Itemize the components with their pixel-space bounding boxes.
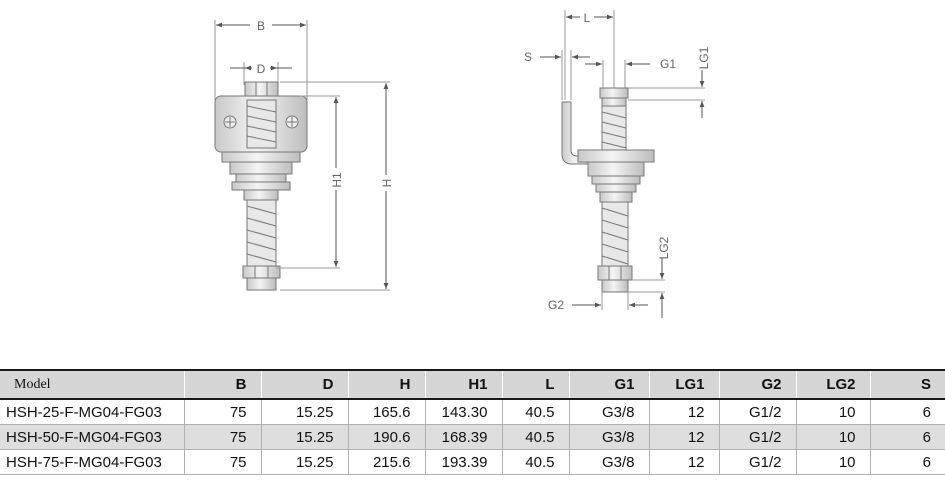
technical-drawing: B D H1 H	[214, 9, 711, 318]
header-lg2: LG2	[796, 369, 871, 400]
table-row: HSH-75-F-MG04-FG03 75 15.25 215.6 193.39…	[0, 449, 945, 475]
cell-lg1: 12	[649, 449, 720, 475]
cell-g2: G1/2	[719, 424, 797, 450]
cell-lg2: 10	[796, 399, 871, 425]
cell-d: 15.25	[261, 399, 349, 425]
dim-label-l: L	[584, 11, 591, 25]
cell-model: HSH-50-F-MG04-FG03	[0, 424, 185, 450]
dim-label-g2: G2	[548, 298, 564, 312]
header-g1: G1	[569, 369, 650, 400]
header-h1: H1	[425, 369, 503, 400]
cell-d: 15.25	[261, 449, 349, 475]
dim-label-b: B	[257, 19, 265, 33]
dim-label-lg2: LG2	[657, 236, 671, 259]
right-view	[561, 10, 705, 310]
cell-s: 6	[870, 449, 945, 475]
cell-h: 190.6	[348, 424, 426, 450]
table-row: HSH-25-F-MG04-FG03 75 15.25 165.6 143.30…	[0, 399, 945, 425]
cell-s: 6	[870, 399, 945, 425]
cell-h1: 193.39	[425, 449, 503, 475]
cell-lg1: 12	[649, 424, 720, 450]
cell-l: 40.5	[502, 449, 570, 475]
cell-d: 15.25	[261, 424, 349, 450]
table-header-row: Model B D H H1 L G1 LG1 G2 LG2 S	[0, 369, 945, 400]
cell-lg1: 12	[649, 399, 720, 425]
cell-h: 215.6	[348, 449, 426, 475]
cell-l: 40.5	[502, 424, 570, 450]
header-g2: G2	[719, 369, 797, 400]
dim-label-lg1: LG1	[697, 46, 711, 69]
cell-s: 6	[870, 424, 945, 450]
cell-g1: G3/8	[569, 449, 650, 475]
header-l: L	[502, 369, 570, 400]
header-h: H	[348, 369, 426, 400]
dim-label-h: H	[380, 179, 394, 188]
spec-table: Model B D H H1 L G1 LG1 G2 LG2 S HSH-25-…	[0, 369, 945, 475]
header-d: D	[261, 369, 349, 400]
cell-b: 75	[184, 424, 262, 450]
cell-g1: G3/8	[569, 424, 650, 450]
header-b: B	[184, 369, 262, 400]
cell-g2: G1/2	[719, 449, 797, 475]
dim-label-d: D	[257, 62, 266, 76]
cell-b: 75	[184, 449, 262, 475]
cell-l: 40.5	[502, 399, 570, 425]
header-lg1: LG1	[649, 369, 720, 400]
dim-label-s: S	[524, 50, 532, 64]
cell-lg2: 10	[796, 424, 871, 450]
cell-h1: 168.39	[425, 424, 503, 450]
header-s: S	[870, 369, 945, 400]
cell-g1: G3/8	[569, 399, 650, 425]
header-model: Model	[0, 369, 185, 400]
cell-b: 75	[184, 399, 262, 425]
cell-h1: 143.30	[425, 399, 503, 425]
cell-g2: G1/2	[719, 399, 797, 425]
cell-model: HSH-75-F-MG04-FG03	[0, 449, 185, 475]
table-row: HSH-50-F-MG04-FG03 75 15.25 190.6 168.39…	[0, 424, 945, 450]
left-view	[214, 20, 390, 291]
cell-model: HSH-25-F-MG04-FG03	[0, 399, 185, 425]
dim-label-h1: H1	[330, 172, 344, 188]
cell-lg2: 10	[796, 449, 871, 475]
cell-h: 165.6	[348, 399, 426, 425]
dim-label-g1: G1	[660, 57, 676, 71]
